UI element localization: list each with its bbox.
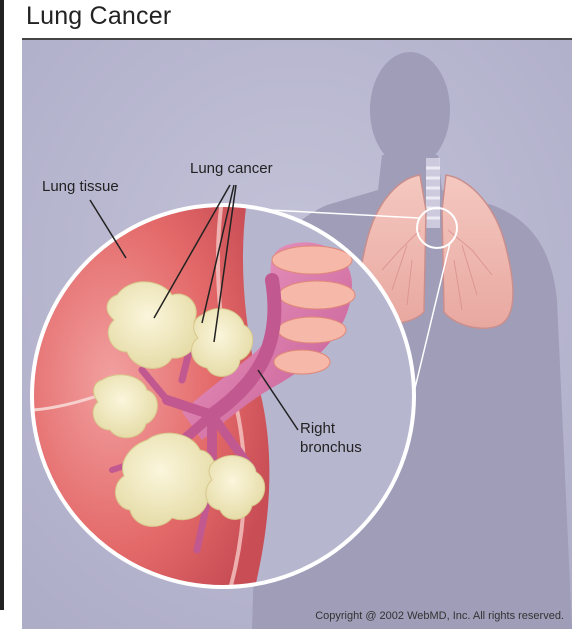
left-border (0, 0, 4, 610)
page-title: Lung Cancer (26, 2, 171, 31)
copyright-notice: Copyright @ 2002 WebMD, Inc. All rights … (315, 610, 564, 622)
label-lung-cancer: Lung cancer (190, 160, 273, 178)
label-lung-tissue: Lung tissue (42, 178, 119, 196)
label-bronchus: bronchus (300, 439, 362, 457)
label-right: Right (300, 420, 335, 438)
lung-illustration (22, 40, 572, 629)
trachea (426, 158, 440, 228)
